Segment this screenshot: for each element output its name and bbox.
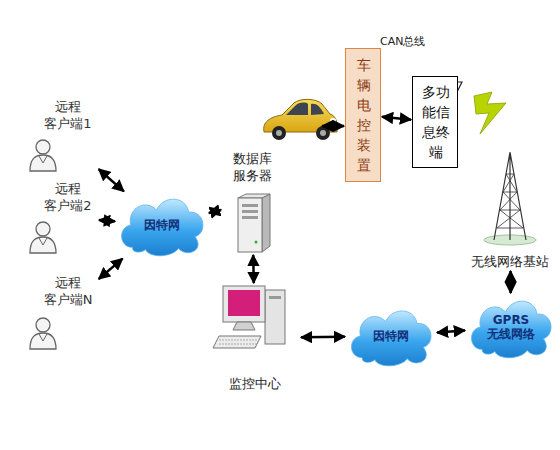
text-holder: GPRS 无线网络: [466, 294, 556, 360]
text-holder: 数据库 服务器: [222, 150, 282, 184]
box-node: 车 辆 电 控 装 置: [345, 48, 381, 182]
tower-node: 无线网络基站: [462, 150, 558, 270]
car-headlight: [330, 118, 336, 122]
connector-arrow: [301, 335, 345, 338]
cloud-node: 因特网: [346, 304, 436, 368]
connector-arrow: [437, 330, 465, 332]
person-collar: [39, 238, 47, 245]
computer-tower: [265, 290, 285, 344]
text-holder: 车 辆 电 控 装 置: [346, 49, 382, 180]
cloud-outline: [351, 311, 431, 366]
server-slot: [242, 210, 258, 213]
connector-arrow: [382, 117, 411, 120]
tower-braces: [497, 174, 523, 228]
node-label: 因特网: [144, 218, 180, 232]
text-holder: 远程 客户端2: [30, 180, 106, 214]
person-collar: [39, 334, 47, 341]
server-slot: [242, 204, 258, 207]
text-holder: 无线网络基站: [462, 253, 558, 270]
person-body: [30, 333, 56, 349]
text-holder: 因特网: [346, 304, 436, 368]
server-icon: [234, 194, 274, 254]
cloud-node: GPRS 无线网络: [466, 294, 556, 360]
car-wheel: [316, 126, 330, 140]
computer-node: 监控中心: [210, 284, 300, 392]
keyboard: [213, 336, 261, 348]
keyboard-keys: [219, 344, 257, 345]
server-front: [238, 198, 262, 252]
car-window: [311, 104, 324, 115]
tower-icon: [480, 150, 540, 246]
drive-bay: [269, 296, 281, 299]
car-hub: [320, 130, 326, 136]
car-link-arrow: [322, 125, 344, 128]
lightning-bolt: [474, 92, 506, 134]
person-collar: [39, 156, 47, 163]
tower-legs: [494, 152, 526, 240]
node-label: 因特网: [373, 329, 409, 343]
car-illustration: [264, 99, 338, 140]
connector-arrow: [99, 259, 123, 279]
node-label: 远程 客户端2: [30, 180, 106, 214]
server-top: [238, 194, 270, 198]
person-node: 远程 客户端1: [22, 98, 98, 172]
node-label: 无线网络基站: [471, 253, 549, 270]
node-label: 车 辆 电 控 装 置: [356, 55, 372, 175]
monitor-stand: [233, 322, 255, 330]
node-label: 数据库 服务器: [222, 150, 282, 184]
person-icon: [28, 316, 58, 350]
text-holder: 远程 客户端N: [30, 274, 106, 308]
node-label: GPRS 无线网络: [480, 313, 542, 341]
connector-arrow: [252, 255, 255, 283]
cloud-outline: [471, 301, 551, 358]
text-holder: 因特网: [116, 192, 208, 258]
server-led: [255, 241, 258, 244]
node-label: 多功 能信 息终 端: [421, 82, 451, 162]
person-icon: [28, 138, 58, 172]
connector-arrow: [209, 210, 221, 213]
cloud-node: 因特网: [116, 192, 208, 258]
person-head: [36, 222, 50, 236]
server-side: [262, 194, 270, 252]
monitor-screen: [228, 290, 260, 316]
monitor-frame: [223, 286, 265, 322]
text-holder: 多功 能信 息终 端: [413, 77, 459, 166]
server-node: 数据库 服务器: [222, 150, 282, 254]
car-hub: [276, 130, 282, 136]
person-body: [30, 237, 56, 253]
connector-arrow: [99, 220, 115, 221]
person-head: [36, 140, 50, 154]
car-wheel: [272, 126, 286, 140]
person-head: [36, 318, 50, 332]
text-holder: 监控中心: [210, 375, 300, 392]
text-holder: 远程 客户端1: [30, 98, 106, 132]
cloud-outline: [122, 199, 203, 256]
server-slot: [242, 216, 258, 219]
car-window: [286, 103, 308, 115]
bus-label: CAN总线: [380, 34, 425, 49]
person-body: [30, 155, 56, 171]
computer-icon: [215, 284, 295, 362]
keyboard-keys: [219, 340, 257, 341]
person-node: 远程 客户端2: [22, 180, 98, 254]
box-node: 多功 能信 息终 端: [412, 76, 458, 168]
person-icon: [28, 220, 58, 254]
connector-arrow: [509, 271, 512, 293]
node-label: 监控中心: [229, 375, 281, 392]
node-label: 远程 客户端1: [30, 98, 106, 132]
connector-arrow: [99, 169, 124, 191]
node-label: 远程 客户端N: [30, 274, 106, 308]
person-node: 远程 客户端N: [22, 274, 98, 350]
